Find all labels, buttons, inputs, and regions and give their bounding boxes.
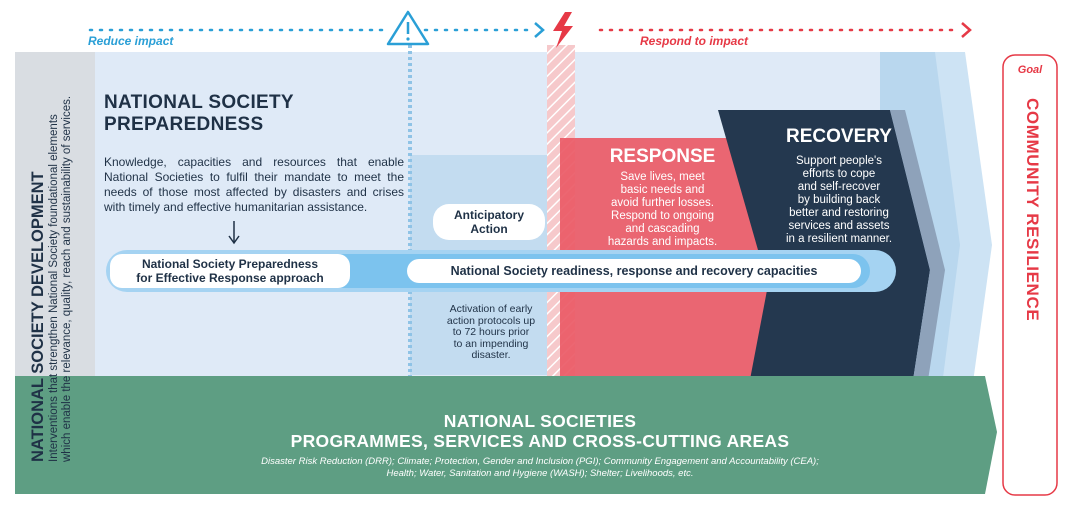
reduce-arrowhead-icon	[534, 22, 545, 38]
down-arrow-head-icon	[228, 235, 240, 245]
ns-development-line1: Interventions that strengthen National S…	[48, 114, 60, 462]
programmes-title: NATIONAL SOCIETIES PROGRAMMES, SERVICES …	[100, 411, 980, 451]
programmes-list: Disaster Risk Reduction (DRR); Climate; …	[100, 456, 980, 480]
response-line: and cascading	[625, 223, 700, 235]
anticipatory-note-line: disaster.	[471, 349, 511, 361]
capacities-pill: National Society readiness, response and…	[407, 259, 861, 283]
preparedness-title-line2: PREPAREDNESS	[104, 114, 264, 135]
community-resilience-title: COMMUNITY RESILIENCE	[1023, 98, 1042, 322]
ns-development-text: NATIONAL SOCIETY DEVELOPMENT Interventio…	[28, 42, 74, 462]
programmes-list-line2: Health; Water, Sanitation and Hygiene (W…	[386, 468, 694, 479]
preparedness-description: Knowledge, capacities and resources that…	[104, 155, 404, 214]
per-approach-pill: National Society Preparedness for Effect…	[110, 254, 350, 288]
programmes-list-line1: Disaster Risk Reduction (DRR); Climate; …	[261, 456, 819, 467]
recovery-edge	[890, 110, 945, 432]
respond-arrowhead-icon	[961, 22, 972, 38]
preparedness-title: NATIONAL SOCIETY PREPAREDNESS	[104, 92, 294, 136]
ns-development-title: NATIONAL SOCIETY DEVELOPMENT	[29, 171, 47, 462]
programmes-band	[15, 376, 997, 494]
per-pill-line1: National Society Preparedness	[141, 257, 319, 271]
anticipatory-action-pill: Anticipatory Action	[433, 204, 545, 240]
recovery-title: RECOVERY	[786, 126, 892, 147]
warning-triangle-icon	[386, 10, 430, 46]
goal-box	[1002, 54, 1058, 496]
response-text: Save lives, meet basic needs and avoid f…	[590, 171, 735, 249]
lightning-bolt-icon	[553, 12, 573, 48]
recovery-line: in a resilient manner.	[785, 233, 893, 245]
response-line: avoid further losses.	[611, 197, 714, 209]
respond-impact-label: Respond to impact	[640, 34, 749, 48]
recovery-text: Support people's efforts to cope and sel…	[772, 155, 906, 246]
programmes-title-line2: PROGRAMMES, SERVICES AND CROSS-CUTTING A…	[290, 431, 790, 451]
anticipatory-line2: Action	[470, 222, 508, 236]
per-pill-line2: for Effective Response approach	[136, 271, 324, 285]
response-line: basic needs and	[620, 184, 705, 196]
reduce-impact-label: Reduce impact	[88, 34, 174, 48]
recovery-line: Support people's	[796, 155, 882, 167]
preparedness-title-line1: NATIONAL SOCIETY	[104, 92, 294, 113]
ns-development-line2: which enable the relevance, quality, rea…	[61, 95, 73, 462]
anticipatory-note-line: to 72 hours prior	[452, 326, 530, 338]
anticipatory-note-line: Activation of early	[449, 303, 533, 315]
recovery-line: efforts to cope	[802, 168, 876, 180]
recovery-line: services and assets	[788, 220, 890, 232]
response-line: Respond to ongoing	[611, 210, 714, 222]
recovery-line: and self-recover	[797, 181, 881, 193]
anticipatory-note-line: to an impending	[453, 337, 529, 350]
response-title: RESPONSE	[609, 146, 716, 167]
response-line: hazards and impacts.	[607, 236, 718, 248]
recovery-line: by building back	[797, 194, 881, 206]
programmes-title-line1: NATIONAL SOCIETIES	[443, 411, 637, 431]
recovery-line: better and restoring	[789, 207, 889, 219]
anticipatory-note: Activation of early action protocols up …	[436, 303, 546, 362]
anticipatory-line1: Anticipatory	[453, 208, 524, 222]
anticipatory-note-line: action protocols up	[446, 314, 536, 327]
goal-label: Goal	[1017, 64, 1043, 76]
response-line: Save lives, meet	[620, 171, 705, 183]
